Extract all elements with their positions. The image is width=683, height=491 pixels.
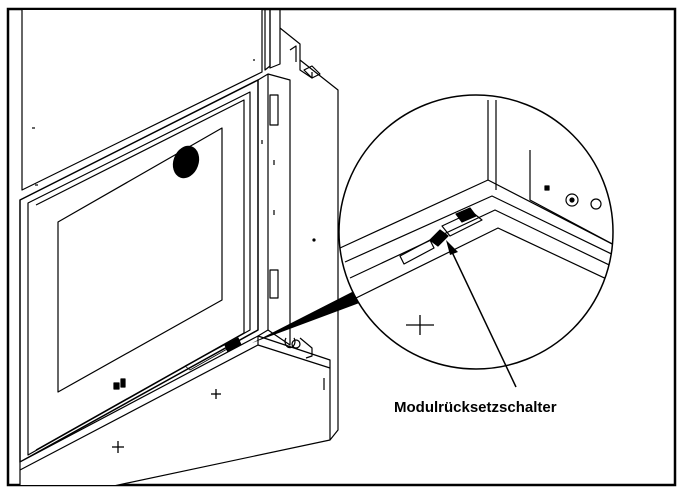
side-column	[257, 73, 316, 346]
status-icon	[113, 382, 120, 390]
magnification-wedge	[252, 292, 362, 343]
lower-cover	[19, 335, 331, 485]
callout-label: Modulrücksetzschalter	[394, 399, 557, 416]
display-window	[57, 127, 223, 393]
callout-arrow	[446, 240, 517, 388]
detail-magnifier	[338, 94, 614, 370]
module-reset-switch	[429, 229, 449, 247]
cover-screw-hole	[284, 337, 296, 349]
status-icon	[120, 378, 126, 388]
rear-housing-panel	[21, 10, 263, 191]
mounting-bracket	[264, 10, 339, 441]
alignment-mark	[112, 389, 221, 453]
figure-border	[6, 7, 677, 487]
indicator-lens	[172, 145, 200, 179]
